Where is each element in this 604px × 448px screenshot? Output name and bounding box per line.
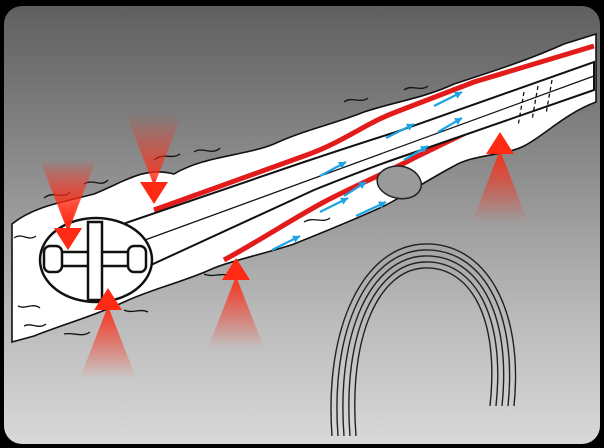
- pressure-arrow: [208, 258, 264, 348]
- coiled-drain: [331, 244, 516, 436]
- wick-drain-diagram: [4, 6, 600, 444]
- figure-panel: [4, 6, 600, 444]
